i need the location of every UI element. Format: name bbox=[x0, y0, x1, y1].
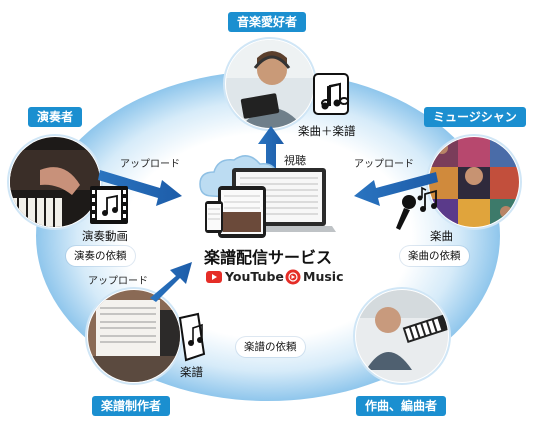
arrow-service-to-lover bbox=[258, 126, 284, 168]
devices-illustration bbox=[205, 168, 336, 238]
caption-performance-video: 演奏動画 bbox=[82, 229, 128, 243]
film-icon bbox=[90, 186, 128, 224]
music-logo-icon bbox=[285, 269, 301, 285]
arrow-musician-to-service bbox=[354, 172, 438, 206]
arrow-sheetmaker-to-service bbox=[150, 262, 192, 302]
request-performance: 演奏の依頼 bbox=[66, 246, 135, 266]
youtube-brand-text: YouTube bbox=[225, 269, 284, 284]
performer-photo bbox=[7, 134, 103, 230]
role-label-composer: 作曲、編曲者 bbox=[356, 396, 447, 416]
arrow-performer-to-service bbox=[98, 170, 182, 206]
music-note-icon bbox=[313, 73, 350, 115]
request-song: 楽曲の依頼 bbox=[400, 246, 469, 266]
arrow-label-upload-right: アップロード bbox=[354, 159, 414, 170]
arrow-label-watch: 視聴 bbox=[284, 154, 306, 167]
request-sheet: 楽譜の依頼 bbox=[236, 337, 305, 357]
sheet-maker-photo bbox=[85, 287, 183, 385]
youtube-icon bbox=[206, 271, 222, 283]
role-label-music-lover: 音楽愛好者 bbox=[228, 12, 307, 32]
arrow-label-upload-bottom: アップロード bbox=[88, 276, 148, 287]
arrow-label-upload-left: アップロード bbox=[120, 159, 180, 170]
caption-sheet: 楽譜 bbox=[180, 365, 203, 379]
role-label-performer: 演奏者 bbox=[28, 107, 83, 127]
composer-photo bbox=[353, 287, 451, 385]
microphone-icon bbox=[396, 186, 437, 230]
service-title: 楽譜配信サービス bbox=[203, 248, 332, 267]
music-brand-text: Music bbox=[303, 269, 344, 284]
caption-song-plus-sheet: 楽曲＋楽譜 bbox=[298, 124, 356, 138]
sheet-music-icon bbox=[178, 312, 206, 362]
music-lover-photo bbox=[223, 37, 317, 131]
musician-photo bbox=[426, 134, 522, 230]
role-label-musician: ミュージシャン bbox=[424, 107, 526, 127]
role-label-sheet-maker: 楽譜制作者 bbox=[92, 396, 171, 416]
caption-song: 楽曲 bbox=[430, 229, 453, 243]
